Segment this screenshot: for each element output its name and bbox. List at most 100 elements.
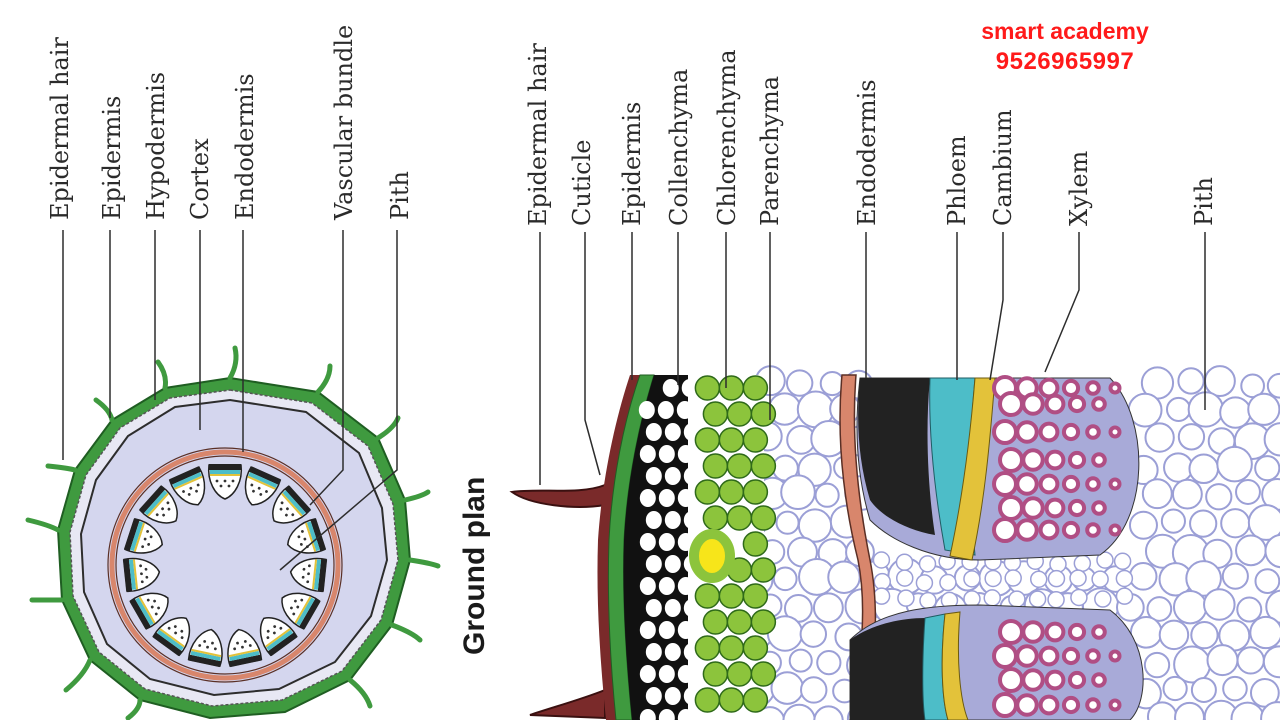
parenchyma-cell	[1163, 677, 1186, 700]
xylem-vessel	[1111, 384, 1120, 393]
collenchyma-cell	[665, 643, 681, 661]
xylem-vessel	[1064, 698, 1078, 712]
parenchyma-cell	[896, 554, 912, 570]
parenchyma-cell	[1167, 398, 1190, 421]
epidermal-hair	[405, 492, 428, 500]
parenchyma-cell	[776, 512, 798, 534]
collenchyma-cell	[659, 533, 675, 551]
parenchyma-cell	[1115, 553, 1131, 569]
chlorenchyma-cell	[719, 480, 743, 504]
parenchyma-cell	[1220, 397, 1250, 427]
xylem-vessel	[994, 421, 1016, 443]
chlorenchyma-cell	[743, 636, 767, 660]
parenchyma-cell	[1205, 366, 1235, 396]
parenchyma-cell	[1255, 456, 1279, 480]
xylem-vessel	[1017, 422, 1036, 441]
label-cambium: Cambium	[991, 109, 1015, 226]
xylem-vessel	[1087, 478, 1099, 490]
parenchyma-cell	[817, 651, 840, 674]
label-cortex-plan: Cortex	[188, 138, 212, 220]
parenchyma-cell	[1130, 512, 1157, 539]
xylem-vessel	[1087, 650, 1099, 662]
parenchyma-cell	[801, 677, 826, 702]
xylem-vessel	[1041, 522, 1058, 539]
xylem-vessel	[1070, 625, 1084, 639]
chlorenchyma-cell	[695, 584, 719, 608]
chlorenchyma-cell	[695, 428, 719, 452]
resin-duct	[694, 534, 730, 578]
epidermal-hair	[128, 700, 140, 718]
xylem-vessel	[1000, 621, 1022, 643]
xylem-vessel	[1064, 477, 1078, 491]
epidermal-hair	[48, 466, 75, 470]
collenchyma-cell	[646, 511, 662, 529]
epidermal-hair	[378, 418, 398, 438]
label-epidermal-hair-detail: Epidermal hair	[526, 43, 550, 226]
label-pith-plan: Pith	[388, 171, 412, 220]
xylem-vessel	[1023, 498, 1042, 517]
label-hypodermis-plan: Hypodermis	[144, 72, 168, 220]
xylem-vessel	[994, 694, 1016, 716]
parenchyma-cell	[1250, 617, 1280, 648]
collenchyma-cell	[640, 489, 656, 507]
parenchyma-cell	[1092, 571, 1108, 587]
watermark-name: smart academy	[945, 18, 1185, 45]
xylem-vessel	[1111, 701, 1120, 710]
chlorenchyma-cell	[703, 662, 727, 686]
chlorenchyma-cell	[703, 454, 727, 478]
chlorenchyma-cell	[695, 636, 719, 660]
xylem-vessel	[994, 519, 1016, 541]
xylem-vessel	[1017, 474, 1036, 493]
chlorenchyma-cell	[703, 402, 727, 426]
chlorenchyma-cell	[727, 454, 751, 478]
parenchyma-cell	[1204, 589, 1235, 620]
parenchyma-cell	[873, 552, 889, 568]
parenchyma-cell	[816, 484, 839, 507]
epidermal-hair	[66, 660, 90, 690]
collenchyma-cell	[665, 423, 681, 441]
xylem-vessel	[1111, 428, 1120, 437]
parenchyma-cell	[1217, 447, 1252, 482]
parenchyma-cell	[1189, 454, 1218, 483]
chlorenchyma-cell	[695, 688, 719, 712]
collenchyma-cell	[640, 577, 656, 595]
parenchyma-cell	[1116, 588, 1132, 604]
parenchyma-cell	[1005, 570, 1021, 586]
parenchyma-cell	[1191, 622, 1217, 648]
label-epidermis-detail: Epidermis	[620, 102, 644, 226]
collenchyma-cell	[659, 445, 675, 463]
parenchyma-cell	[1145, 653, 1169, 677]
parenchyma-cell	[1178, 368, 1203, 393]
parenchyma-cell	[1071, 589, 1087, 605]
parenchyma-cell	[1207, 645, 1237, 675]
chlorenchyma-cell	[727, 662, 751, 686]
parenchyma-cell	[920, 556, 936, 572]
collenchyma-cell	[646, 467, 662, 485]
collenchyma-cell	[665, 599, 681, 617]
parenchyma-cell	[1206, 484, 1231, 509]
chlorenchyma-cell	[695, 376, 719, 400]
xylem-vessel	[1047, 624, 1064, 641]
parenchyma-cell	[1162, 510, 1185, 533]
chlorenchyma-cell	[719, 376, 743, 400]
parenchyma-cell	[1143, 479, 1172, 508]
xylem-vessel	[1093, 398, 1105, 410]
parenchyma-cell	[1048, 571, 1064, 587]
xylem-vessel	[1047, 500, 1064, 517]
parenchyma-cell	[1164, 453, 1192, 481]
xylem-vessel	[1111, 526, 1120, 535]
collenchyma-cell	[640, 533, 656, 551]
xylem-vessel	[994, 473, 1016, 495]
parenchyma-cell	[1190, 510, 1216, 536]
xylem-vessel	[1087, 382, 1099, 394]
chlorenchyma-cell	[751, 402, 775, 426]
parenchyma-cell	[814, 593, 843, 622]
xylem-vessel	[1070, 673, 1084, 687]
xylem-vessel	[1064, 381, 1078, 395]
parenchyma-cell	[874, 574, 890, 590]
collenchyma-cell	[659, 489, 675, 507]
parenchyma-cell	[1030, 591, 1046, 607]
collenchyma-cell	[646, 555, 662, 573]
chlorenchyma-cell	[703, 610, 727, 634]
xylem-vessel	[1047, 672, 1064, 689]
